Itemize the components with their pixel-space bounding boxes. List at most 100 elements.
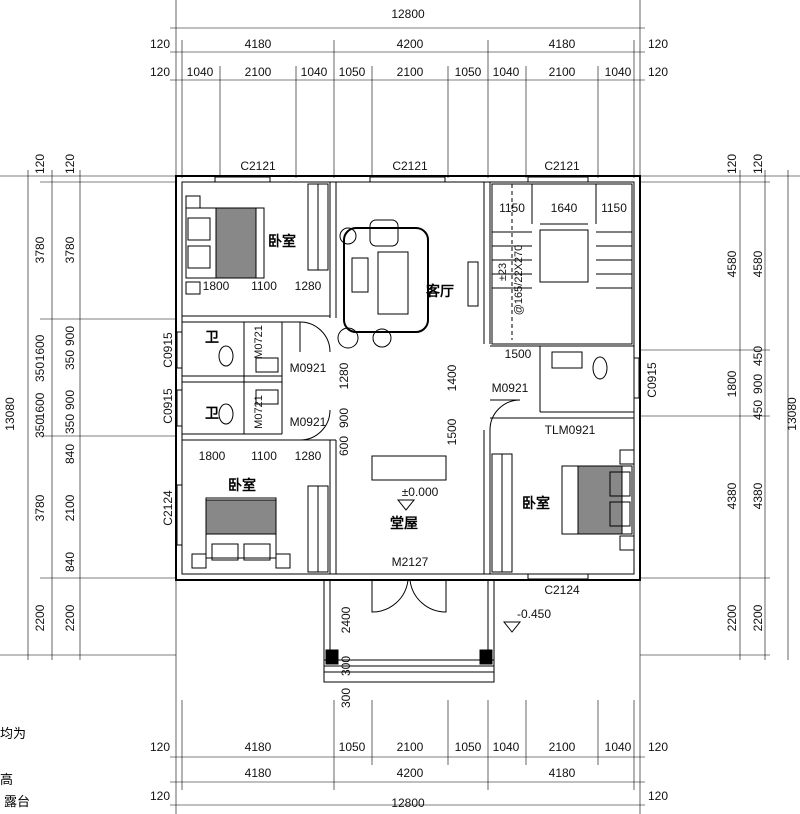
left-total: 13080 — [3, 397, 17, 431]
toilet-fixtures — [218, 345, 608, 425]
dim-right: 4380 — [725, 482, 739, 509]
top-total: 12800 — [391, 7, 425, 21]
dim-top2: 120 — [150, 65, 170, 79]
dim-left2: 900 — [63, 390, 77, 410]
dim-bot: 120 — [648, 740, 668, 754]
dim-top: 4180 — [245, 37, 272, 51]
level-markers — [396, 499, 522, 633]
dim-right: 1800 — [725, 370, 739, 397]
dim-top: 120 — [648, 37, 668, 51]
dim-bot3: 120 — [150, 789, 170, 803]
tv-unit — [467, 261, 479, 307]
inner-dim: 1150 — [601, 201, 627, 215]
dim-left2: 120 — [63, 154, 77, 174]
dim-left2: 350 — [63, 414, 77, 434]
dim-bot2: 4180 — [549, 766, 576, 780]
dim-left: 1600 — [33, 334, 47, 361]
window-label: C2121 — [392, 159, 428, 173]
dim-bot2: 4180 — [245, 766, 272, 780]
window-label: C2121 — [544, 159, 580, 173]
dim-left2: 2200 — [63, 604, 77, 631]
dim-right2: 450 — [751, 346, 765, 366]
dim-right2: 900 — [751, 374, 765, 394]
dim-left: 120 — [33, 154, 47, 174]
bottom-dimension-text: 120 4180 1050 2100 1050 1040 2100 1040 1… — [150, 740, 668, 810]
inner-dim: 300 — [339, 688, 353, 708]
window-label: C0915 — [645, 362, 659, 398]
door-label: M0921 — [290, 415, 327, 429]
inner-dim: 1100 — [251, 449, 277, 463]
room-bedroom-2: 卧室 — [228, 477, 256, 494]
interior-walls — [182, 182, 634, 574]
dim-top2: 1040 — [301, 65, 328, 79]
dim-left2: 3780 — [63, 236, 77, 263]
door-label: M0721 — [253, 395, 265, 429]
dim-left: 3780 — [33, 494, 47, 521]
left-note-3: 露台 — [4, 795, 30, 810]
opening-labels: C2121 C2121 C2121 C0915 C0915 C2124 C212… — [161, 159, 659, 597]
dim-top2: 2100 — [549, 65, 576, 79]
annotations: ±0.000 -0.450 ±23 @165/22X270 均为 高 露台 — [0, 245, 551, 810]
inner-dim: 2400 — [339, 606, 353, 633]
level-porch: -0.450 — [517, 607, 551, 621]
inner-dim: 300 — [339, 656, 353, 676]
window-marks — [176, 176, 640, 580]
dim-left: 2200 — [33, 604, 47, 631]
right-dimension-text: 13080 120 4580 1800 4380 2200 120 4580 4… — [725, 154, 799, 632]
bed-right — [561, 449, 635, 551]
dim-bot: 4180 — [245, 740, 272, 754]
dim-bot: 1050 — [455, 740, 482, 754]
dim-top: 4200 — [397, 37, 424, 51]
left-dimension-lines — [0, 170, 176, 660]
dim-bot: 2100 — [549, 740, 576, 754]
dim-left: 350 — [33, 362, 47, 382]
left-note-2: 高 — [0, 772, 13, 788]
wardrobe-bottom-left — [307, 485, 329, 573]
dim-right: 4580 — [725, 250, 739, 277]
dim-top2: 1040 — [493, 65, 520, 79]
bottom-dimension-lines — [170, 580, 645, 814]
dim-right: 120 — [725, 154, 739, 174]
right-total: 13080 — [785, 397, 799, 431]
left-note-1: 均为 — [0, 727, 26, 742]
dim-bot: 120 — [150, 740, 170, 754]
inner-dim: 1800 — [199, 449, 226, 463]
dim-bot: 1040 — [493, 740, 520, 754]
bed-bottom-left — [191, 497, 291, 569]
dim-right2: 2200 — [751, 604, 765, 631]
wardrobe-right — [491, 453, 513, 573]
inner-dim: 1640 — [551, 201, 578, 215]
room-bedroom-3: 卧室 — [522, 495, 550, 512]
door-label: M0921 — [492, 381, 529, 395]
dim-top2: 1050 — [339, 65, 366, 79]
inner-dim: 1800 — [203, 279, 230, 293]
room-bath-2: 卫 — [205, 406, 219, 422]
room-living: 客厅 — [425, 283, 454, 300]
inner-dim: 1500 — [505, 347, 532, 361]
dim-bot: 2100 — [397, 740, 424, 754]
dim-right: 2200 — [725, 604, 739, 631]
stair-spec: @165/22X270 — [513, 245, 525, 316]
room-bath-1: 卫 — [205, 330, 219, 346]
bed-top-left — [185, 195, 265, 295]
dim-left: 840 — [63, 552, 77, 572]
inner-dim: 1400 — [445, 364, 459, 391]
stair-count: ±23 — [497, 263, 509, 281]
inner-dim: 600 — [337, 436, 351, 456]
dim-top2: 2100 — [397, 65, 424, 79]
wardrobe-top-left — [307, 183, 329, 271]
dim-top2: 1050 — [455, 65, 482, 79]
dim-top2: 1040 — [605, 65, 632, 79]
dim-right2: 4380 — [751, 482, 765, 509]
level-hall: ±0.000 — [402, 485, 439, 499]
dim-top2: 120 — [648, 65, 668, 79]
left-dimension-text: 13080 120 3780 1600 350 1600 350 840 378… — [3, 154, 77, 632]
top-dimension-text: 12800 120 4180 4200 4180 120 120 1040 21… — [150, 7, 668, 79]
stairs — [491, 183, 633, 345]
inner-dim: 1280 — [337, 362, 351, 389]
window-label: C2124 — [544, 583, 580, 597]
door-label: M2127 — [392, 555, 429, 569]
dim-top: 120 — [150, 37, 170, 51]
door-label: M0921 — [290, 361, 327, 375]
